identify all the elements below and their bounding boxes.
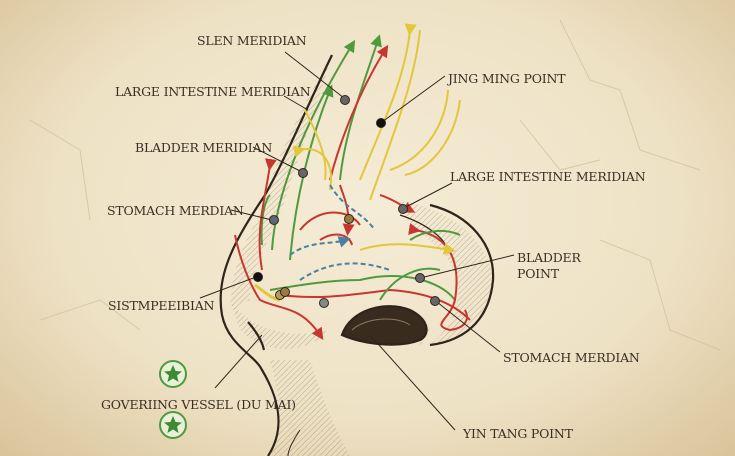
nose-outline bbox=[219, 54, 495, 456]
label-governing-vessel: GOVERIING VESSEL (DU MAI) bbox=[101, 397, 296, 412]
label-slen-meridian: SLEN MERIDIAN bbox=[197, 33, 307, 48]
label-stomach-meridian-left: STOMACH MERDIAN bbox=[107, 203, 244, 218]
label-jing-ming-point: JING MING POINT bbox=[448, 71, 566, 86]
label-large-intestine-meridian-left: LARGE INTESTINE MERIDIAN bbox=[115, 84, 311, 99]
star-icon bbox=[159, 360, 187, 388]
acupoints bbox=[253, 95, 440, 308]
paper-cracks bbox=[29, 19, 721, 351]
star-icon bbox=[159, 411, 187, 439]
label-yin-tang-point: YIN TANG POINT bbox=[463, 426, 573, 441]
label-bladder-point-line2: POINT bbox=[517, 266, 559, 281]
label-bladder-point-line1: BLADDER bbox=[517, 250, 581, 265]
leader-lines bbox=[199, 51, 515, 431]
label-bladder-meridian: BLADDER MERIDIAN bbox=[135, 140, 273, 155]
label-sistmpeelbian: SISTMPEEIBIAN bbox=[108, 298, 215, 313]
label-stomach-meridian-right: STOMACH MERDIAN bbox=[503, 350, 640, 365]
label-large-intestine-meridian-right: LARGE INTESTINE MERIDIAN bbox=[450, 169, 646, 184]
